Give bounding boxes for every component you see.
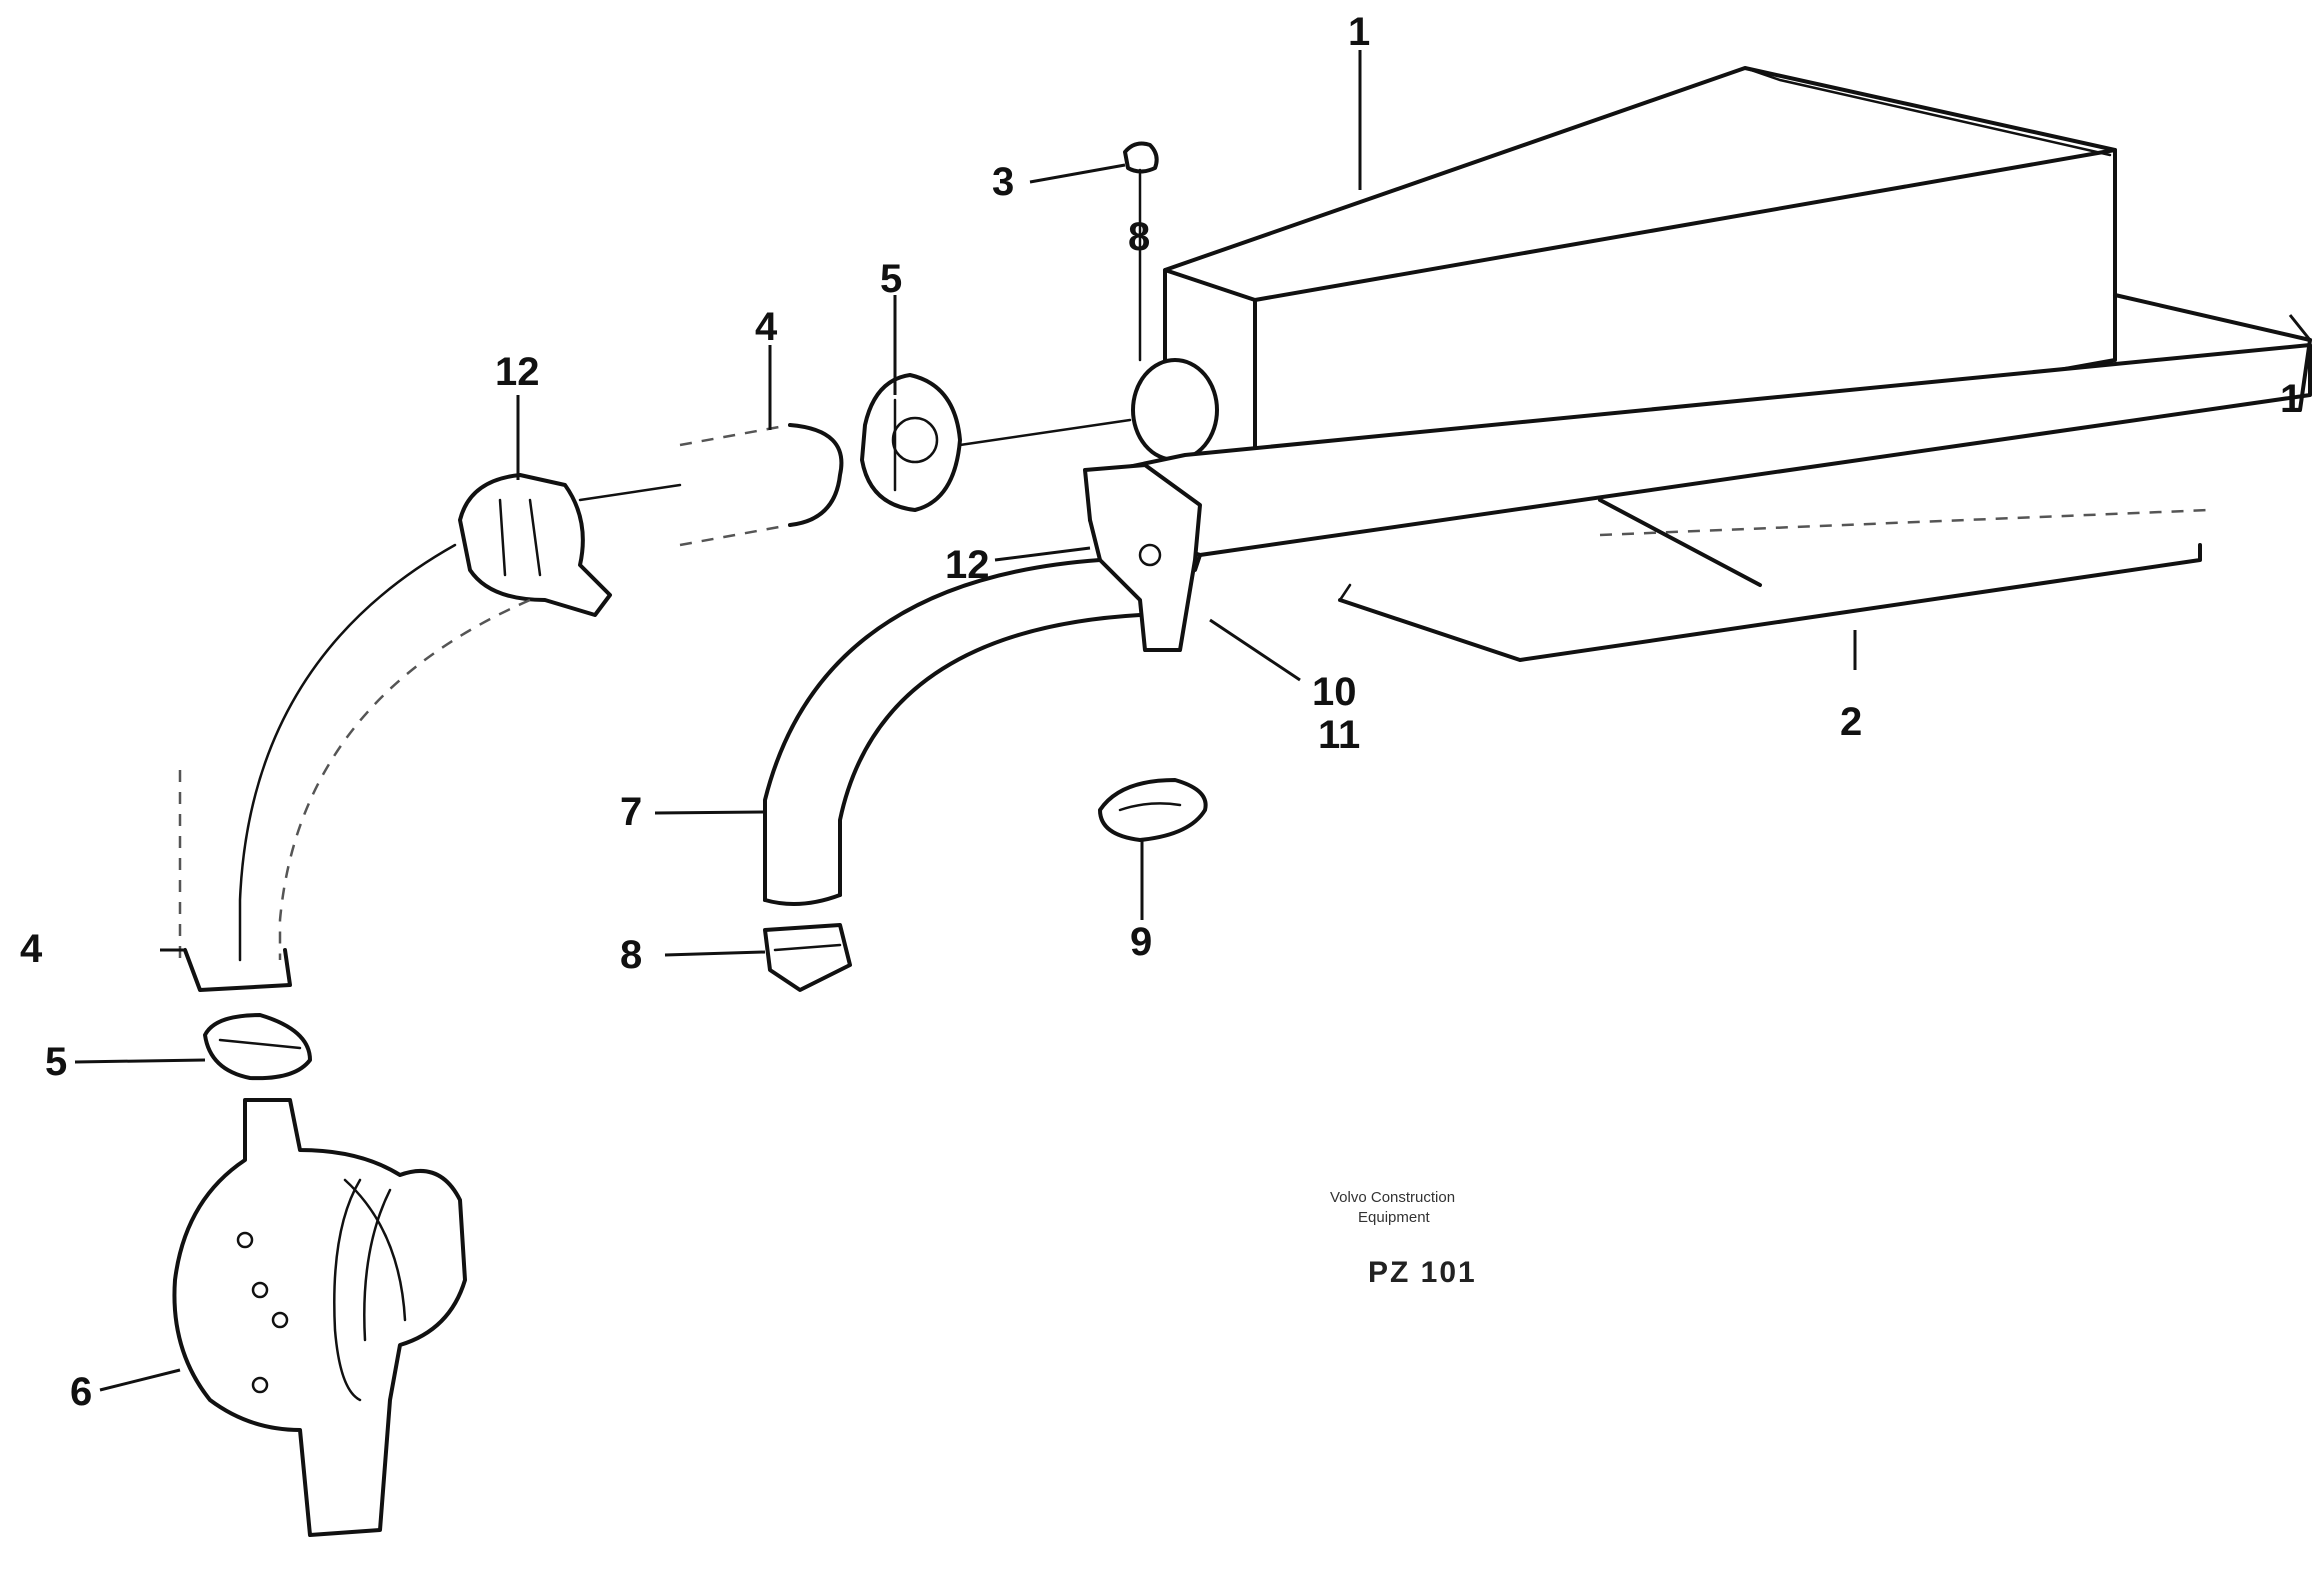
callout-10: 10 bbox=[1312, 670, 1357, 714]
tank-box bbox=[1131, 66, 2117, 517]
hose-lower bbox=[178, 543, 531, 992]
callout-7: 7 bbox=[620, 790, 642, 834]
bolt bbox=[1123, 141, 1159, 362]
caption-figure-code: PZ 101 bbox=[1368, 1256, 1477, 1289]
grommet bbox=[1098, 778, 1208, 842]
caption-company: Volvo Construction bbox=[1330, 1189, 1455, 1206]
callout-12-right: 12 bbox=[945, 543, 990, 587]
caption: Volvo Construction Equipment PZ 101 bbox=[1330, 1189, 1477, 1289]
callout-11: 11 bbox=[1318, 713, 1360, 757]
callout-4-lower: 4 bbox=[20, 927, 43, 971]
callout-8-upper: 8 bbox=[1128, 215, 1150, 259]
callouts: 1 1 2 3 4 4 5 5 6 7 8 8 9 10 11 12 12 bbox=[20, 10, 2302, 1414]
callout-6: 6 bbox=[70, 1370, 92, 1414]
bracket-left bbox=[458, 473, 682, 617]
callout-3: 3 bbox=[992, 160, 1014, 204]
bracket-upper bbox=[1083, 463, 1202, 652]
hose-upper bbox=[679, 418, 1132, 547]
callout-8-lower: 8 bbox=[620, 933, 642, 977]
callout-1-top: 1 bbox=[1348, 10, 1370, 54]
callout-1-right: 1 bbox=[2280, 377, 2302, 421]
clamp-upper bbox=[860, 373, 962, 512]
caption-subtitle: Equipment bbox=[1358, 1209, 1431, 1226]
leader-lines bbox=[74, 50, 2312, 1392]
curved-pipe bbox=[763, 558, 1142, 906]
pipe-cap bbox=[763, 923, 852, 992]
callout-5-lower: 5 bbox=[45, 1040, 67, 1084]
callout-5-upper: 5 bbox=[880, 257, 902, 301]
pump-housing bbox=[172, 1098, 467, 1537]
callout-12-left: 12 bbox=[495, 350, 540, 394]
callout-2: 2 bbox=[1840, 700, 1862, 744]
callout-9: 9 bbox=[1130, 920, 1152, 964]
clamp-lower bbox=[203, 1013, 312, 1081]
callout-4-upper: 4 bbox=[755, 305, 778, 349]
